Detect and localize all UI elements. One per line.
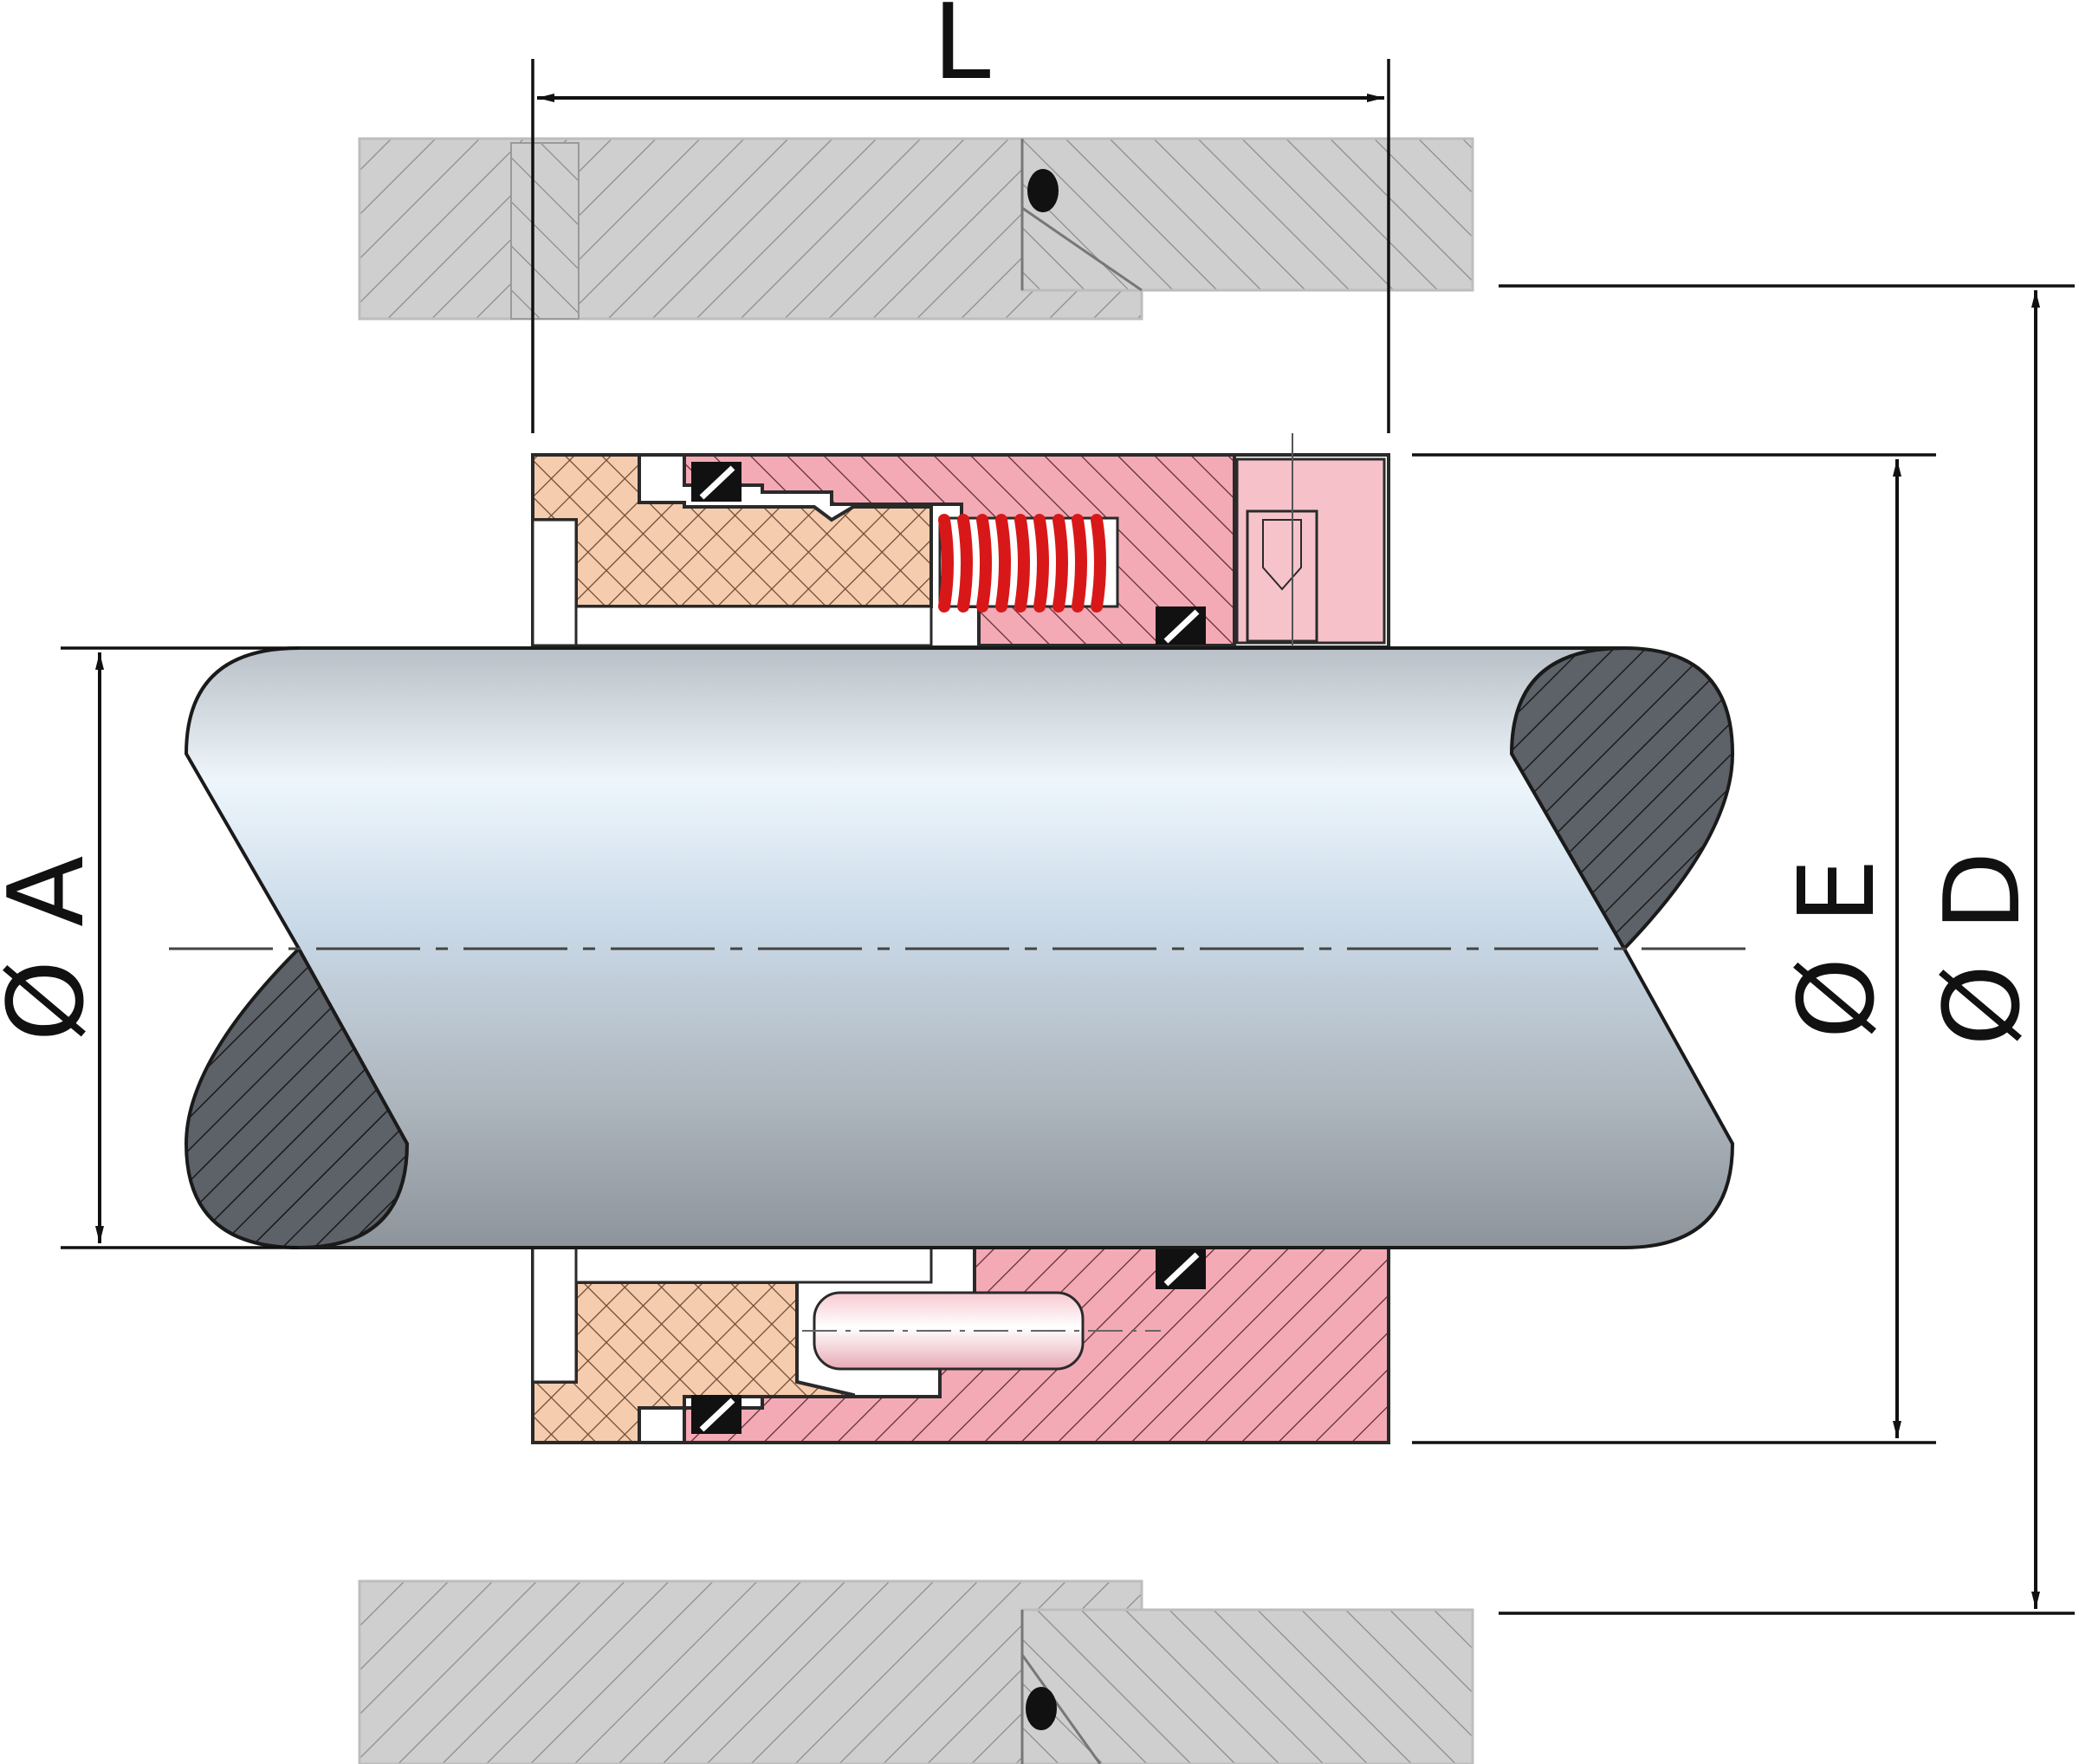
spring-icon [938,514,1119,613]
housing-bottom [358,1579,1474,1764]
set-screw-icon [1246,433,1318,671]
dimension-label-a: Ø A [0,856,107,1042]
seal-upper-half [531,433,1390,671]
oring-icon [1156,1249,1206,1289]
dimension-label-e: Ø E [1778,859,1898,1039]
oring-icon [1156,606,1206,645]
oring-icon [691,1395,742,1434]
dimension-d: Ø D [1499,284,2075,1615]
oring-icon [691,462,742,502]
housing-top [358,137,1474,321]
drive-pin-icon [745,1291,1161,1371]
seal-lower-half [531,1246,1390,1444]
shaft [169,645,1750,1250]
dimension-a: Ø A [0,646,299,1249]
dimension-label-l: L [933,0,991,103]
dimension-l: L [531,0,1390,433]
dimension-e: Ø E [1412,453,1936,1444]
housing-oring-top [1027,169,1059,212]
dimension-label-d: Ø D [1923,852,2043,1047]
housing-oring-bottom [1026,1687,1057,1730]
